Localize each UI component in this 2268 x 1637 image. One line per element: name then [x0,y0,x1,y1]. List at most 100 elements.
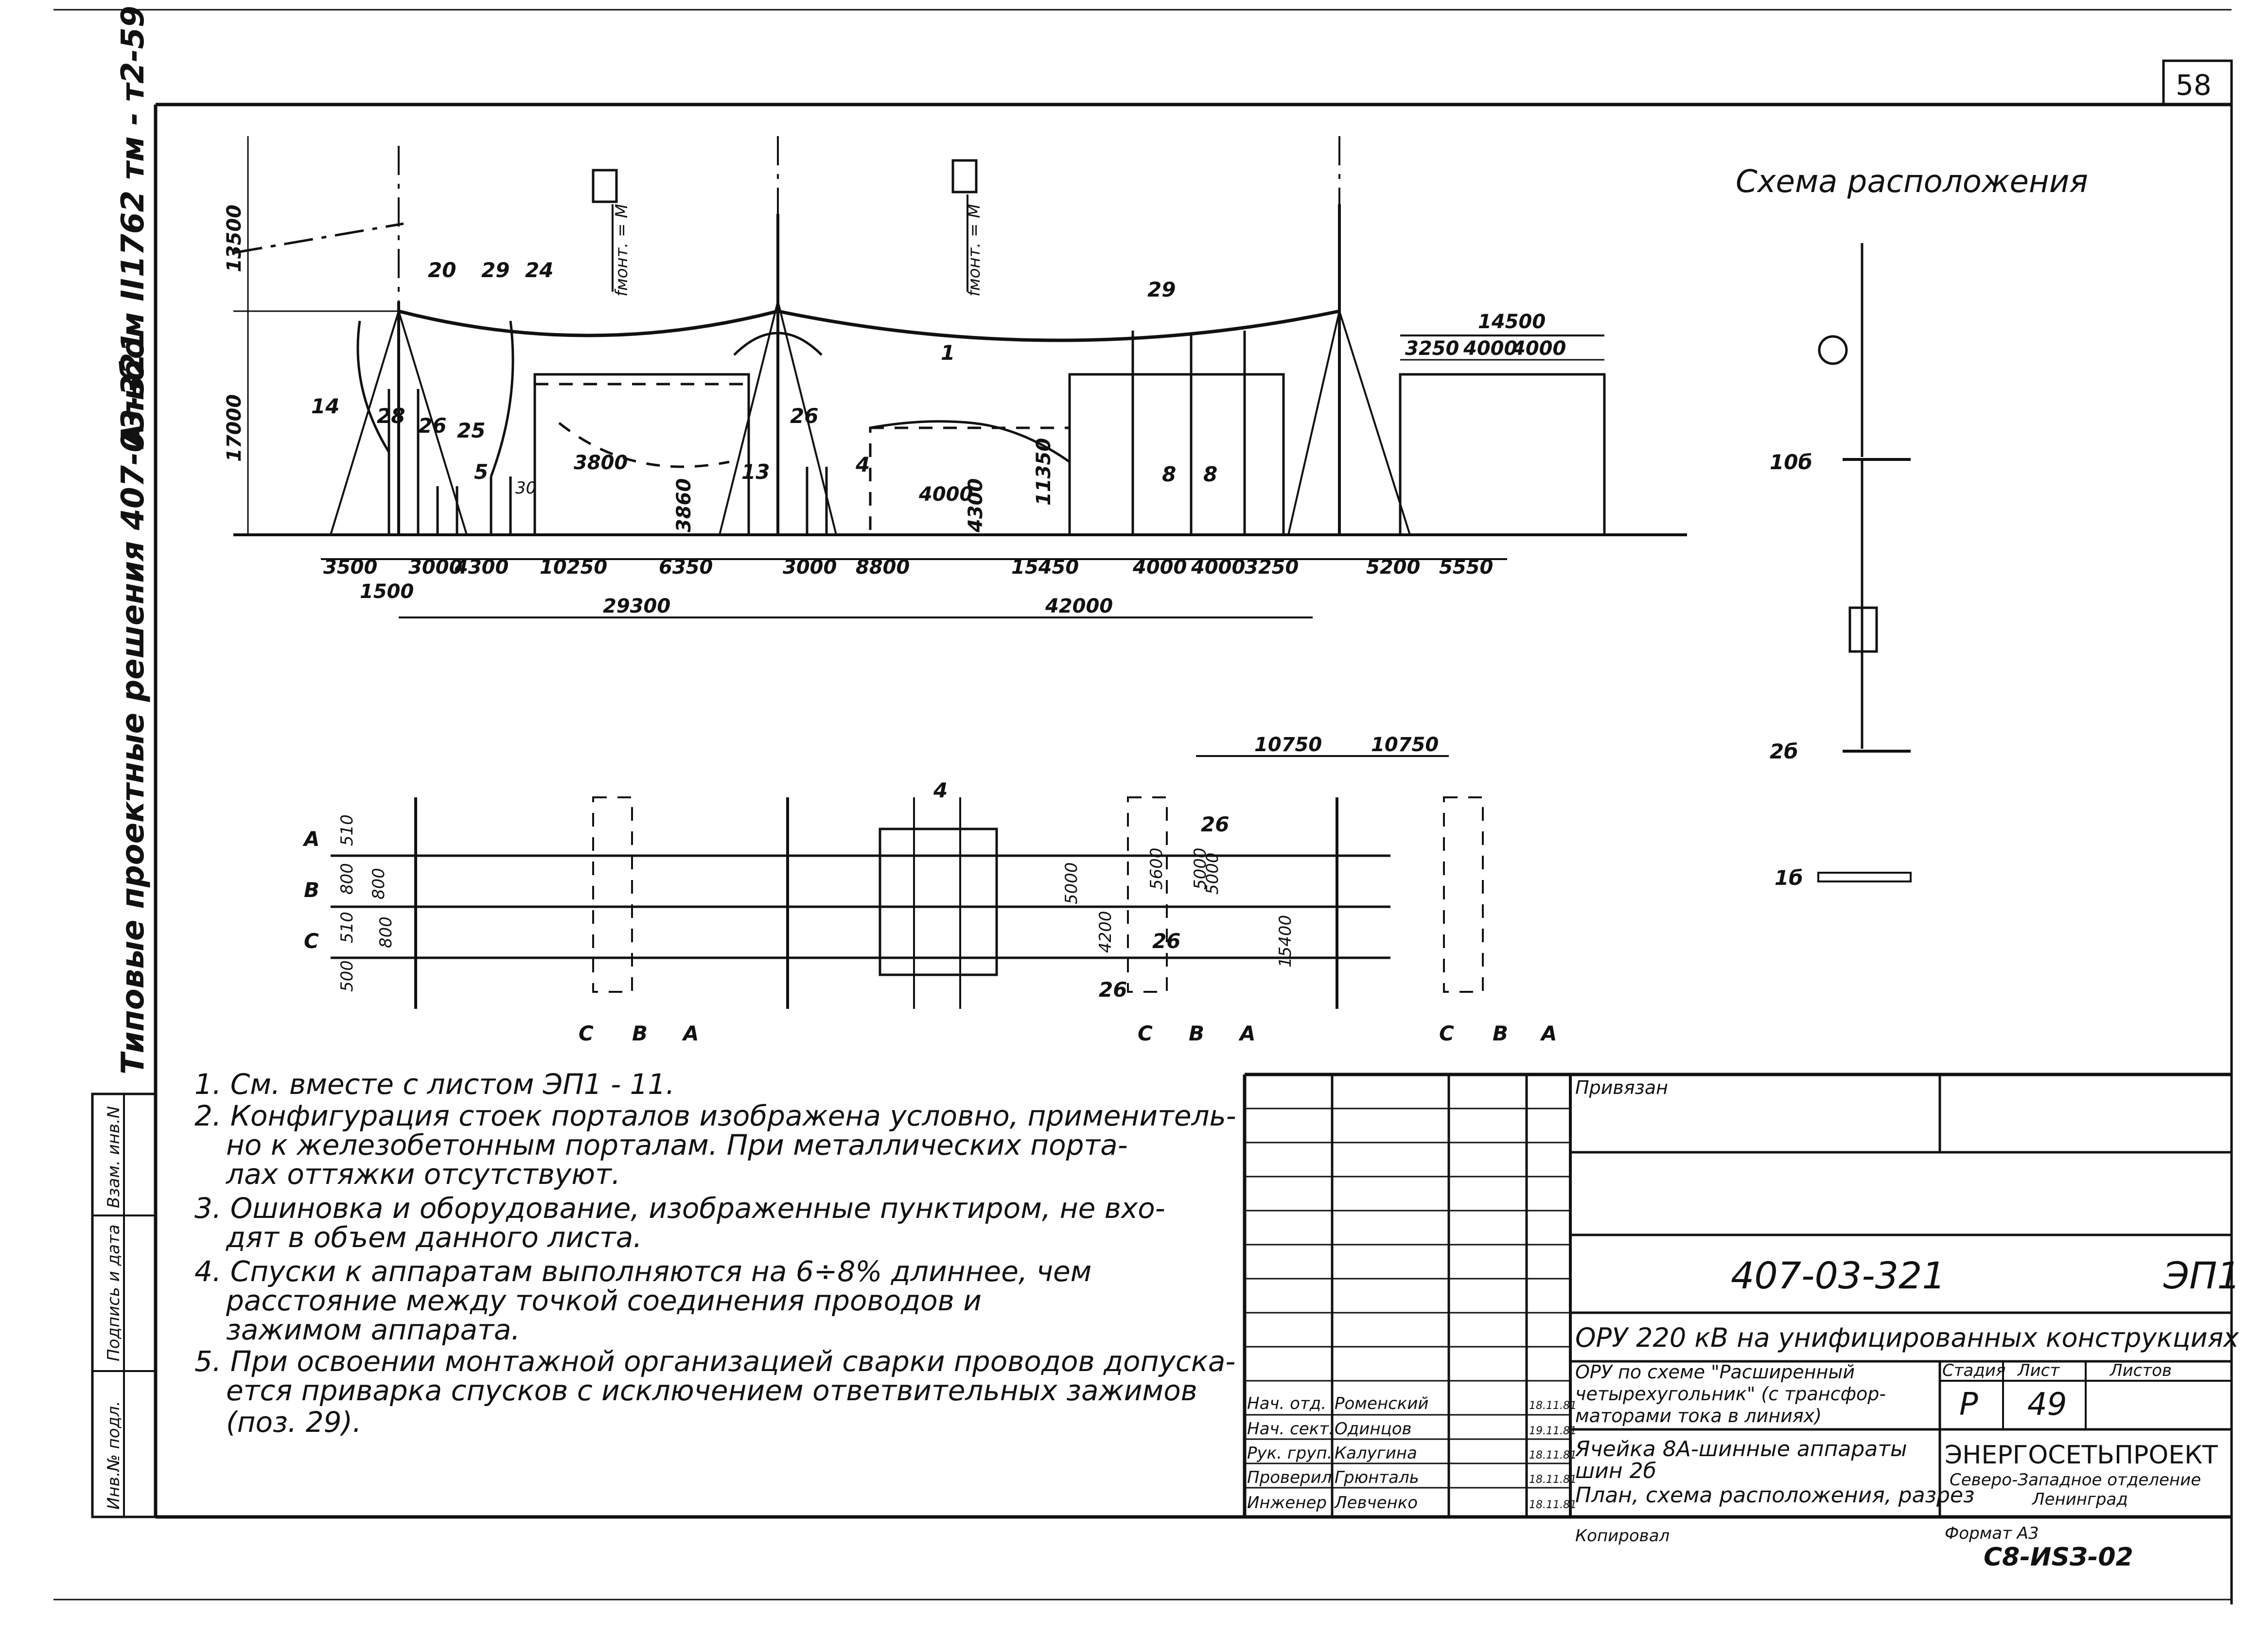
sheet-number: 58 [2176,69,2212,102]
tb-scheme-1: ОРУ по схеме "Расширенный [1575,1361,1855,1383]
pos-s-14: 8 [1162,462,1176,486]
dim-b-10: 3250 [1245,556,1299,579]
plan-dim-10750-1: 10750 [1254,734,1322,756]
pos-s-3: 29 [481,258,510,282]
staff-role-4: Инженер [1247,1493,1327,1513]
pos-s-7: 5 [474,460,488,484]
pm-3: С [1138,1021,1153,1045]
plan-pos-1: 26 [1201,812,1229,836]
dim-b-13: 1500 [360,581,414,603]
plan-md-4: 5000 [1203,852,1222,895]
staff-name-1: Одинцов [1335,1419,1412,1439]
height-3800: 3800 [574,452,628,474]
plan-dim-10750-2: 10750 [1371,734,1439,756]
schema-label-2b: 2б [1770,739,1798,763]
plan-md-2: 5000 [1191,847,1210,890]
title-block [1243,1073,2232,1517]
note-line-2: но к железобетонным порталам. При металл… [226,1128,1128,1162]
note-line-3: лах оттяжки отсутствуют. [226,1158,620,1191]
pm-6: С [1439,1021,1454,1045]
tb-org-sub-2: Ленинград [2031,1490,2128,1509]
tb-org-sub-1: Северо-Западное отделение [1950,1470,2201,1490]
side-title-album: Альбом II [115,278,151,450]
dim-b-9: 4000 [1191,556,1245,579]
note-line-7: расстояние между точкой соединения прово… [226,1284,982,1317]
staff-role-3: Проверил [1247,1468,1332,1487]
pos-s-11: 4 [855,453,870,476]
side-title-code: 1762 тм - т2-59 [115,6,151,277]
pm-7: В [1493,1021,1508,1045]
fmont-label-2: fмонт. = М [965,204,984,297]
bottom-dims: 3500 3000 4300 10250 6350 3000 8800 1545… [323,556,1493,603]
tb-org-name: ЭНЕРГОСЕТЬПРОЕКТ [1945,1441,2218,1470]
staff-date-0: 18.11.81 [1529,1400,1577,1412]
tb-stage: Р [1959,1387,1978,1423]
height-3860: 3860 [673,478,695,532]
bus-wire [398,309,1340,342]
tb-sheet-label: Лист [2017,1361,2060,1380]
height-11350: 11350 [1033,438,1055,506]
tb-sheet: 49 [2027,1387,2067,1423]
schema-label-1b: 1б [1775,866,1803,890]
pm-2: А [682,1021,699,1045]
plan-pos-2: 26 [1152,929,1180,953]
tb-stage-label: Стадия [1942,1361,2005,1380]
note-line-4: 3. Ошиновка и оборудование, изображенные… [194,1192,1165,1225]
note-line-6: 4. Спуски к аппаратам выполняются на 6÷8… [194,1255,1091,1288]
plan-mid-dims: 5000 4200 5000 5600 5000 15400 [1062,847,1295,968]
note-line-5: дят в объем данного листа. [226,1221,642,1254]
plan-md-3: 5600 [1147,847,1166,890]
equipment-plan [879,827,998,976]
dim-b-1: 3000 [408,556,462,579]
plan-left-dims: 510 800 510 500 800 800 [337,814,396,992]
dim-b-8: 4000 [1132,556,1187,579]
section-positions: 14 28 20 29 24 26 25 5 30 13 26 4 1 29 8… [311,258,1217,498]
strip-sign: Подпись и дата [104,1224,123,1361]
dim-b-7: 15450 [1011,556,1079,579]
pm-5: А [1238,1021,1256,1045]
dim-b-3: 10250 [540,556,607,579]
dim-b-4: 6350 [659,556,713,579]
plan-drawing [331,755,1484,1009]
total-42000: 42000 [1045,595,1113,617]
note-line-8: зажимом аппарата. [226,1313,520,1346]
plan-ld-3: 500 [337,960,357,992]
plan-ld-4: 800 [369,868,388,899]
note-line-9: 5. При освоении монтажной организацией с… [194,1345,1235,1378]
current-transformer-icon [1818,335,1848,365]
bus-1b [1817,872,1912,882]
fmont-label-1: fмонт. = М [612,204,632,297]
plan-ld-5: 800 [376,916,396,948]
phase-label-b: В [304,878,319,902]
dim-b-6: 8800 [856,556,910,579]
strip-vzam: Взам. инв.N [104,1106,123,1208]
pos-s-0: 14 [311,394,339,418]
frame [53,9,2233,1604]
pos-s-2: 20 [428,258,456,282]
plan-phase-markers: С В А С В А С В А [579,1021,1557,1045]
staff-name-4: Левченко [1334,1493,1418,1513]
plan-pos-0: 4 [933,778,948,802]
pos-s-8: 30 [515,478,536,498]
dim-13500: 13500 [223,205,246,272]
tb-format: Формат А3 [1945,1524,2039,1543]
staff-role-0: Нач. отд. [1247,1394,1326,1413]
tb-privyazan: Привязан [1575,1077,1668,1098]
breaker-icon [1848,606,1878,653]
pos-s-10: 26 [790,404,818,428]
notes: 1. См. вместе с листом ЭП1 - 11. 2. Конф… [194,1068,1236,1439]
note-line-10: ется приварка спусков с исключением отве… [226,1374,1197,1407]
schema-label-10b: 10б [1770,450,1812,474]
dim-17000: 17000 [223,394,246,462]
staff-role-2: Рук. груп. [1247,1443,1332,1463]
schema-diagram [1817,243,1912,882]
phase-label-c: С [304,929,319,953]
pm-4: В [1189,1021,1204,1045]
pos-s-1: 28 [377,404,405,428]
dim-3250-top: 3250 [1405,337,1459,360]
dim-b-11: 5200 [1366,556,1420,579]
plan-md-5: 15400 [1276,915,1295,968]
tb-stamp-code: С8-ИSЗ-02 [1984,1543,2133,1572]
plan-pos-3: 26 [1099,978,1127,1002]
